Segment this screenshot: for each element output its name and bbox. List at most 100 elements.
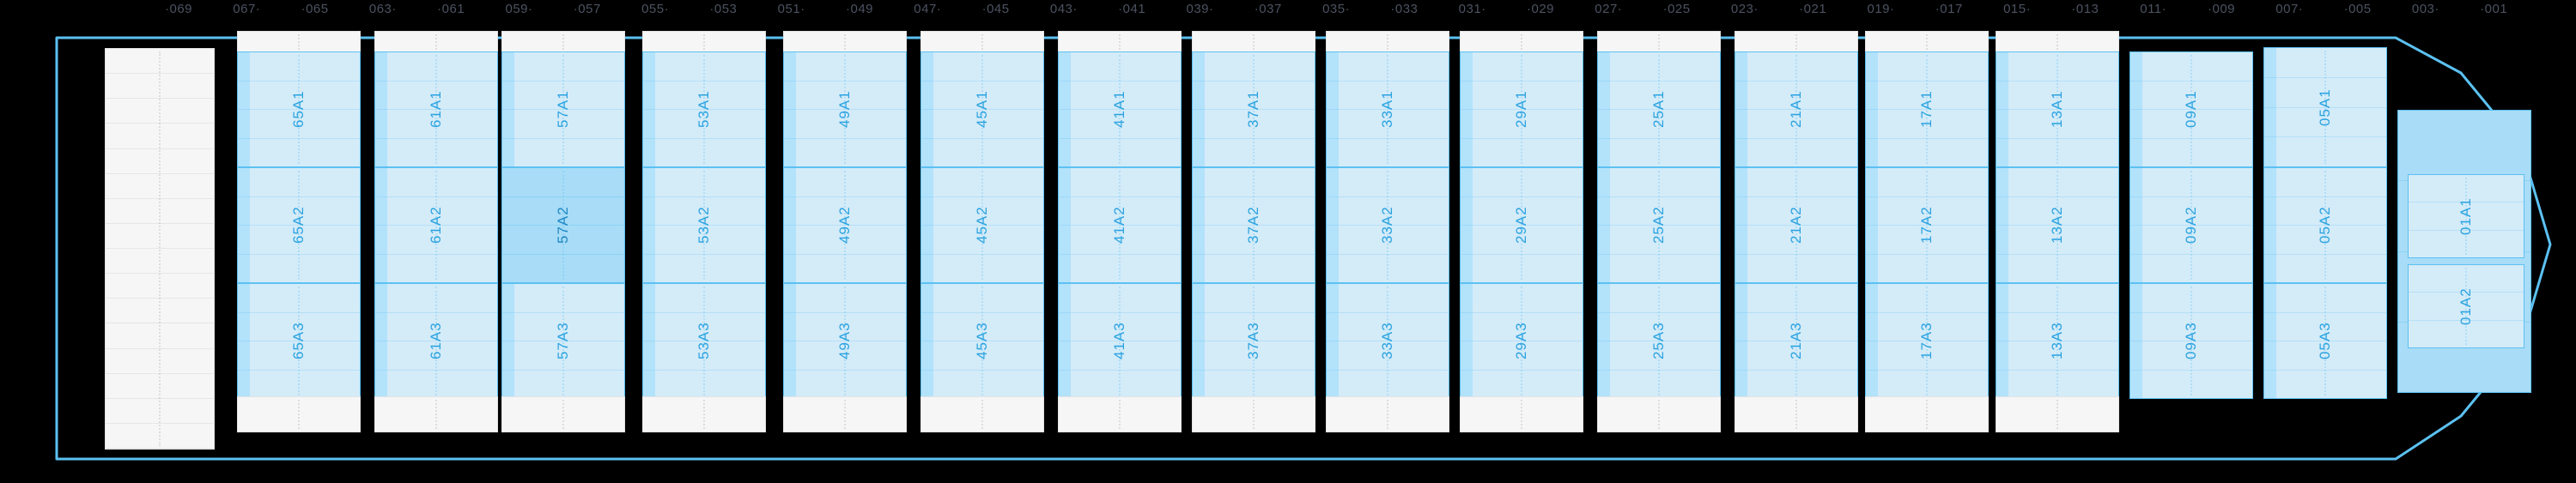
cell-65A1[interactable]: 65A1 (237, 51, 361, 167)
cell-label: 09A3 (2183, 322, 2199, 360)
row-lines (238, 284, 360, 398)
tier-accent-stripe (1059, 284, 1071, 398)
row-lines (106, 49, 214, 449)
cell-41A3[interactable]: 41A3 (1058, 283, 1182, 399)
bay-bottom-cap (1460, 396, 1583, 432)
cell-17A3[interactable]: 17A3 (1865, 283, 1989, 399)
cell-45A2[interactable]: 45A2 (920, 167, 1044, 283)
cell-33A1[interactable]: 33A1 (1326, 51, 1449, 167)
row-lines (1866, 52, 1988, 166)
cell-65A2[interactable]: 65A2 (237, 167, 361, 283)
cell-53A2[interactable]: 53A2 (642, 167, 766, 283)
row-lines (1598, 284, 1720, 398)
cell-49A2[interactable]: 49A2 (783, 167, 907, 283)
tier-accent-stripe (238, 52, 250, 166)
cell-label: 57A1 (555, 90, 571, 129)
centreline-marker (2190, 55, 2192, 164)
cell-label: 37A1 (1245, 90, 1261, 129)
cell-49A3[interactable]: 49A3 (783, 283, 907, 399)
axis-tick-061: ·061 (437, 2, 465, 16)
cell-label: 61A1 (428, 90, 444, 129)
cell-13A3[interactable]: 13A3 (1996, 283, 2119, 399)
cell-21A1[interactable]: 21A1 (1735, 51, 1858, 167)
cell-17A1[interactable]: 17A1 (1865, 51, 1989, 167)
centreline-marker (981, 171, 983, 280)
centreline-marker (2057, 34, 2058, 63)
cell-09A3[interactable]: 09A3 (2129, 283, 2253, 399)
centreline-marker (159, 51, 161, 446)
cell-09A1[interactable]: 09A1 (2129, 51, 2253, 167)
centreline-marker (2190, 287, 2192, 395)
cell-53A1[interactable]: 53A1 (642, 51, 766, 167)
cell-01A1[interactable]: 01A1 (2408, 174, 2524, 258)
cell-09A2[interactable]: 09A2 (2129, 167, 2253, 283)
row-lines (784, 284, 906, 398)
row-lines (2130, 168, 2252, 282)
cell-label: 29A3 (1513, 322, 1529, 360)
cell-45A3[interactable]: 45A3 (920, 283, 1044, 399)
cell-17A2[interactable]: 17A2 (1865, 167, 1989, 283)
cell-45A1[interactable]: 45A1 (920, 51, 1044, 167)
axis-tick-069: ·069 (164, 2, 193, 16)
cell-label: 65A1 (290, 90, 307, 129)
cell-33A2[interactable]: 33A2 (1326, 167, 1449, 283)
cell-29A2[interactable]: 29A2 (1460, 167, 1583, 283)
cell-25A1[interactable]: 25A1 (1597, 51, 1721, 167)
cell-41A1[interactable]: 41A1 (1058, 51, 1182, 167)
row-lines (2409, 265, 2524, 347)
cell-05A2[interactable]: 05A2 (2263, 167, 2387, 283)
cell-21A3[interactable]: 21A3 (1735, 283, 1858, 399)
cell-05A3[interactable]: 05A3 (2263, 283, 2387, 399)
cell-25A3[interactable]: 25A3 (1597, 283, 1721, 399)
axis-tick-065: ·065 (301, 2, 329, 16)
cell-57A1[interactable]: 57A1 (501, 51, 625, 167)
row-lines (1735, 284, 1857, 398)
cell-61A2[interactable]: 61A2 (374, 167, 498, 283)
cell-01A2[interactable]: 01A2 (2408, 264, 2524, 348)
cell-41A2[interactable]: 41A2 (1058, 167, 1182, 283)
centreline-marker (1795, 400, 1797, 429)
cell-label: 53A3 (696, 322, 712, 360)
cell-13A2[interactable]: 13A2 (1996, 167, 2119, 283)
cell-label: 33A1 (1379, 90, 1395, 129)
cell-57A3[interactable]: 57A3 (501, 283, 625, 399)
cell-29A1[interactable]: 29A1 (1460, 51, 1583, 167)
cell-21A2[interactable]: 21A2 (1735, 167, 1858, 283)
cell-25A2[interactable]: 25A2 (1597, 167, 1721, 283)
bay-bottom-cap (501, 396, 625, 432)
cell-29A3[interactable]: 29A3 (1460, 283, 1583, 399)
axis-tick-067: 067· (233, 2, 261, 16)
centreline-marker (2324, 51, 2326, 164)
row-lines (784, 52, 906, 166)
row-lines (1461, 168, 1583, 282)
cell-61A1[interactable]: 61A1 (374, 51, 498, 167)
cell-33A3[interactable]: 33A3 (1326, 283, 1449, 399)
cell-57A2[interactable]: 57A2 (501, 167, 625, 283)
axis-tick-001: ·001 (2480, 2, 2508, 16)
centreline-marker (2057, 171, 2058, 280)
axis-tick-011: 011· (2140, 2, 2167, 16)
cell-49A1[interactable]: 49A1 (783, 51, 907, 167)
centreline-marker (435, 55, 437, 164)
row-lines (502, 52, 624, 166)
tier-accent-stripe (1327, 284, 1339, 398)
centreline-marker (1253, 34, 1255, 63)
cell-13A1[interactable]: 13A1 (1996, 51, 2119, 167)
cell-61A3[interactable]: 61A3 (374, 283, 498, 399)
centreline-marker (844, 400, 846, 429)
cell-37A2[interactable]: 37A2 (1192, 167, 1315, 283)
axis-tick-051: 051· (777, 2, 805, 16)
centreline-marker (298, 171, 300, 280)
cell-37A3[interactable]: 37A3 (1192, 283, 1315, 399)
centreline-marker (1253, 400, 1255, 429)
cell-53A3[interactable]: 53A3 (642, 283, 766, 399)
cell-37A1[interactable]: 37A1 (1192, 51, 1315, 167)
axis-tick-059: 059· (505, 2, 533, 16)
cell-65A3[interactable]: 65A3 (237, 283, 361, 399)
cell-05A1[interactable]: 05A1 (2263, 47, 2387, 167)
